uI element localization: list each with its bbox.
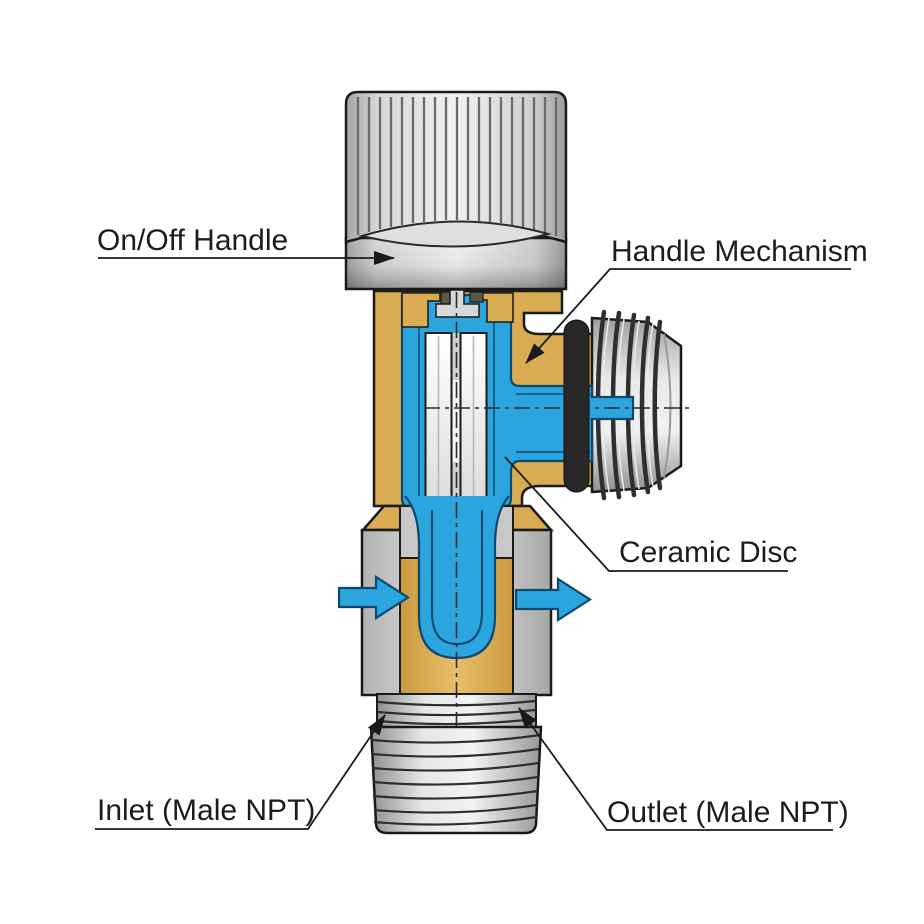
label-handle-mechanism: Handle Mechanism	[611, 235, 868, 268]
handle-rib-grooves	[356, 97, 558, 236]
inlet-threaded-port	[369, 693, 543, 835]
leader-inlet	[95, 714, 386, 830]
label-inlet: Inlet (Male NPT)	[97, 794, 315, 827]
bonnet-brass-left	[401, 292, 441, 328]
leader-ceramic-disc	[504, 456, 788, 572]
ceramic-disc-seams	[437, 336, 475, 500]
inlet-thread-ridges	[371, 733, 541, 826]
water-passage-wall-lines	[418, 298, 590, 505]
onoff-handle	[344, 90, 568, 291]
valve-stem	[435, 289, 480, 318]
packing-seal-right	[469, 291, 484, 303]
lower-valve-body	[360, 495, 554, 697]
annotations: On/Off Handle Handle Mechanism Ceramic D…	[95, 224, 868, 831]
o-ring-seal	[563, 319, 590, 493]
flow-arrow-outlet	[514, 576, 593, 623]
label-onoff-handle: On/Off Handle	[97, 224, 288, 257]
outlet-end-face-shading	[663, 333, 672, 479]
leader-handle-mechanism	[525, 268, 851, 364]
handle-collar-lens	[358, 220, 552, 248]
flow-arrow-inlet	[337, 574, 411, 621]
leader-outlet	[518, 707, 833, 831]
label-ceramic-disc: Ceramic Disc	[619, 536, 797, 569]
label-outlet: Outlet (Male NPT)	[607, 796, 849, 829]
